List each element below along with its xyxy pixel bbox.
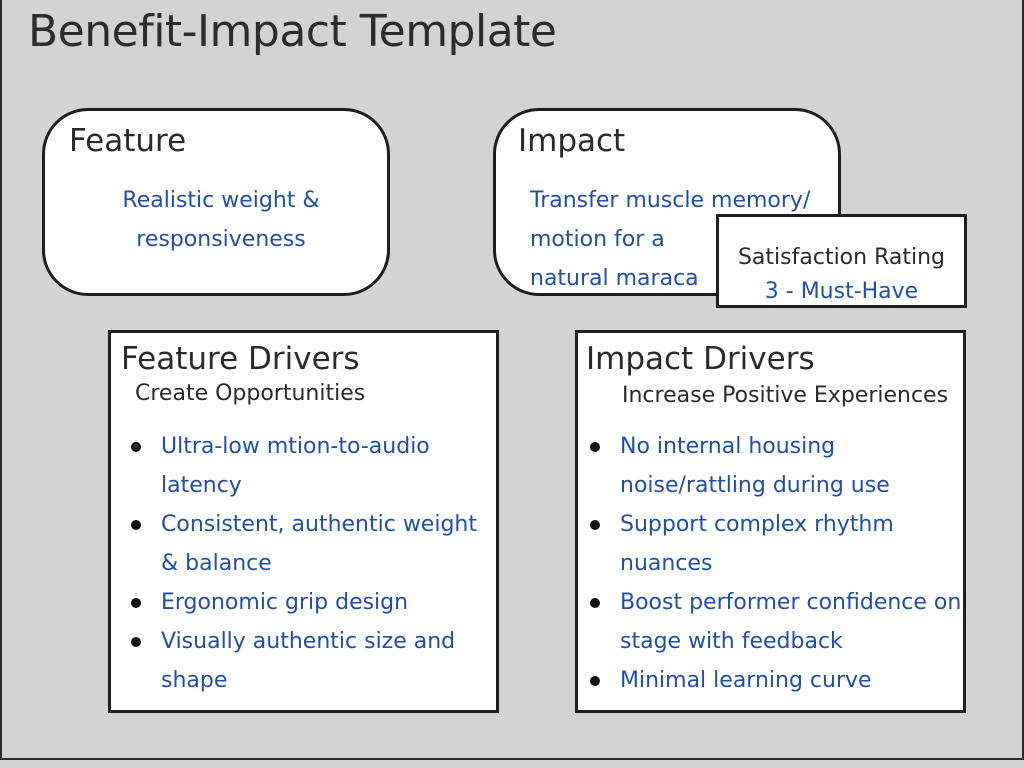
feature-text: Realistic weight & responsiveness — [122, 188, 320, 252]
feature-drivers-box: Feature Drivers Create Opportunities Ult… — [108, 330, 499, 713]
bullet-icon — [131, 598, 141, 608]
satisfaction-rating-box: Satisfaction Rating 3 - Must-Have — [716, 214, 967, 308]
satisfaction-rating-value: 3 - Must-Have — [764, 279, 919, 304]
bullet-icon — [590, 442, 600, 452]
list-item: Ultra-low mtion-to-audio latency — [111, 427, 496, 505]
impact-drivers-box: Impact Drivers Increase Positive Experie… — [575, 330, 966, 713]
impact-drivers-subheading: Increase Positive Experiences — [622, 383, 949, 408]
list-item: Consistent, authentic weight & balance — [111, 505, 496, 583]
list-item-text: Minimal learning curve — [620, 668, 872, 693]
list-item: Boost performer confidence on stage with… — [570, 583, 963, 661]
impact-text: Transfer muscle memory/ motion for a nat… — [530, 188, 811, 291]
list-item-text: Boost performer confidence on stage with… — [620, 590, 962, 654]
bullet-icon — [590, 598, 600, 608]
feature-drivers-heading: Feature Drivers — [121, 341, 360, 377]
impact-drivers-list: No internal housing noise/rattling durin… — [570, 427, 963, 700]
list-item-text: Ultra-low mtion-to-audio latency — [161, 434, 430, 498]
list-item: No internal housing noise/rattling durin… — [570, 427, 963, 505]
bullet-icon — [590, 520, 600, 530]
bullet-icon — [131, 637, 141, 647]
feature-heading: Feature — [69, 123, 187, 159]
impact-heading: Impact — [518, 123, 626, 159]
list-item: Minimal learning curve — [570, 661, 963, 700]
list-item: Visually authentic size and shape — [111, 622, 496, 700]
list-item: Support complex rhythm nuances — [570, 505, 963, 583]
bullet-icon — [131, 442, 141, 452]
list-item: Ergonomic grip design — [111, 583, 496, 622]
list-item-text: Ergonomic grip design — [161, 590, 409, 615]
impact-drivers-heading: Impact Drivers — [586, 341, 815, 377]
page-title: Benefit-Impact Template — [28, 6, 557, 57]
list-item-text: No internal housing noise/rattling durin… — [620, 434, 890, 498]
list-item-text: Visually authentic size and shape — [161, 629, 456, 693]
list-item-text: Support complex rhythm nuances — [620, 512, 894, 576]
bullet-icon — [590, 676, 600, 686]
list-item-text: Consistent, authentic weight & balance — [161, 512, 477, 576]
bullet-icon — [131, 520, 141, 530]
satisfaction-rating-label: Satisfaction Rating — [737, 245, 946, 270]
impact-box: Impact Transfer muscle memory/ motion fo… — [493, 108, 841, 296]
feature-drivers-subheading: Create Opportunities — [135, 381, 366, 406]
feature-box: Feature Realistic weight & responsivenes… — [42, 108, 390, 296]
feature-drivers-list: Ultra-low mtion-to-audio latency Consist… — [111, 427, 496, 700]
